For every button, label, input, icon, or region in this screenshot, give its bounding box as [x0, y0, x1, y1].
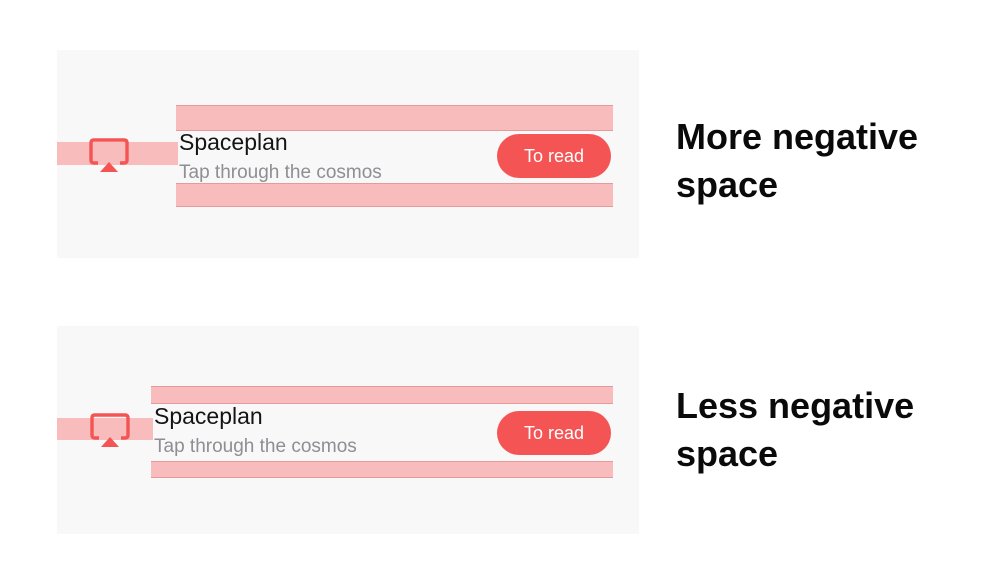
app-subtitle: Tap through the cosmos — [154, 436, 357, 457]
to-read-button[interactable]: To read — [497, 411, 611, 455]
caption-line-2: space — [676, 433, 779, 474]
spacing-band-left — [57, 142, 178, 165]
app-title: Spaceplan — [179, 129, 288, 155]
caption-line-1: More negative — [676, 116, 919, 157]
spacing-band-top — [151, 386, 613, 404]
app-subtitle: Tap through the cosmos — [179, 162, 382, 183]
caption-line-1: Less negative — [676, 385, 915, 426]
airplay-icon — [90, 413, 130, 449]
spacing-band-bottom — [176, 183, 613, 207]
caption-less-negative-space: Less negative space — [676, 382, 976, 478]
airplay-icon — [89, 138, 129, 174]
app-title: Spaceplan — [154, 403, 263, 429]
spacing-band-bottom — [151, 461, 613, 478]
to-read-button[interactable]: To read — [497, 134, 611, 178]
caption-line-2: space — [676, 164, 779, 205]
spacing-band-top — [176, 105, 613, 131]
caption-more-negative-space: More negative space — [676, 113, 976, 209]
